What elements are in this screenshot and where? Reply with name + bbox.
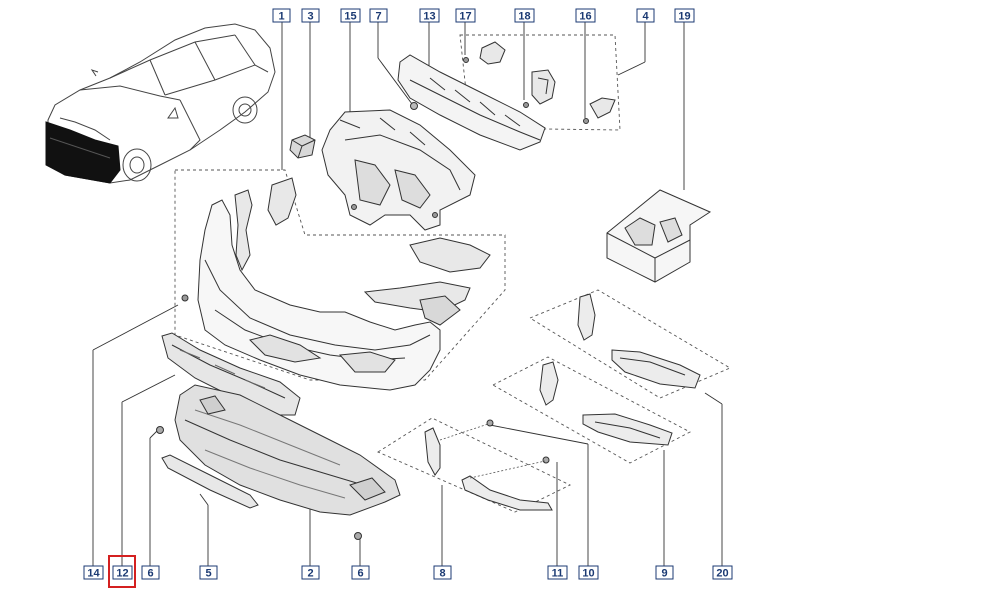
svg-text:5: 5: [205, 568, 211, 580]
trim-dashed-leaders: [439, 423, 546, 479]
chrome-trim-pieces: [425, 428, 552, 510]
part-label-1[interactable]: 1: [272, 8, 291, 23]
svg-text:3: 3: [307, 11, 313, 23]
bumper-side-brackets: [235, 178, 490, 325]
part-label-12-highlight: [108, 555, 136, 588]
small-block-part: [290, 135, 315, 158]
part-label-16[interactable]: 16: [575, 8, 596, 23]
part-label-14[interactable]: 14: [83, 565, 104, 580]
part-label-6-center[interactable]: 6: [351, 565, 370, 580]
impact-absorber-beam: [398, 55, 545, 150]
part-label-19[interactable]: 19: [674, 8, 695, 23]
part-label-9[interactable]: 9: [655, 565, 674, 580]
svg-text:9: 9: [661, 568, 667, 580]
svg-text:16: 16: [579, 11, 591, 23]
part-label-17[interactable]: 17: [455, 8, 476, 23]
part-label-4[interactable]: 4: [636, 8, 655, 23]
part-label-6-left[interactable]: 6: [141, 565, 160, 580]
part-label-18[interactable]: 18: [514, 8, 535, 23]
fog-lamp-grille-upper: [578, 294, 700, 388]
part-label-11[interactable]: 11: [547, 565, 568, 580]
bracket-kit-parts: [464, 42, 616, 124]
svg-text:8: 8: [439, 568, 445, 580]
svg-text:4: 4: [642, 11, 649, 23]
part-label-5[interactable]: 5: [199, 565, 218, 580]
part-label-3[interactable]: 3: [301, 8, 320, 23]
svg-text:7: 7: [375, 11, 381, 23]
part-label-15[interactable]: 15: [340, 8, 361, 23]
lower-trim-strip: [162, 455, 258, 508]
svg-text:20: 20: [716, 568, 728, 580]
front-end-carrier: [322, 110, 475, 230]
part-label-12[interactable]: 12: [112, 565, 133, 580]
svg-text:18: 18: [518, 11, 530, 23]
svg-text:14: 14: [87, 568, 100, 580]
part-label-7[interactable]: 7: [369, 8, 388, 23]
clip-part: [411, 103, 418, 110]
part-label-2[interactable]: 2: [301, 565, 320, 580]
part-label-10[interactable]: 10: [578, 565, 599, 580]
svg-text:12: 12: [116, 568, 128, 580]
svg-text:15: 15: [344, 11, 356, 23]
part-label-13[interactable]: 13: [419, 8, 440, 23]
leader-lines: [92, 20, 723, 567]
svg-text:6: 6: [357, 568, 363, 580]
svg-text:13: 13: [423, 11, 435, 23]
screw-clips: [157, 420, 550, 540]
part-label-20[interactable]: 20: [712, 565, 733, 580]
car-front-highlight: [45, 121, 121, 184]
part-label-8[interactable]: 8: [433, 565, 452, 580]
bumper-cover: [182, 200, 440, 390]
svg-text:17: 17: [459, 11, 471, 23]
engine-undertray: [175, 385, 400, 515]
svg-text:6: 6: [147, 568, 153, 580]
svg-text:2: 2: [307, 568, 313, 580]
svg-text:1: 1: [278, 11, 284, 23]
svg-text:19: 19: [678, 11, 690, 23]
car-silhouette: [48, 24, 275, 183]
parts-box: [607, 190, 710, 282]
lower-grille-strip: [162, 333, 300, 415]
svg-text:10: 10: [582, 568, 594, 580]
svg-text:11: 11: [552, 568, 564, 580]
fog-lamp-grille-lower: [540, 362, 672, 445]
